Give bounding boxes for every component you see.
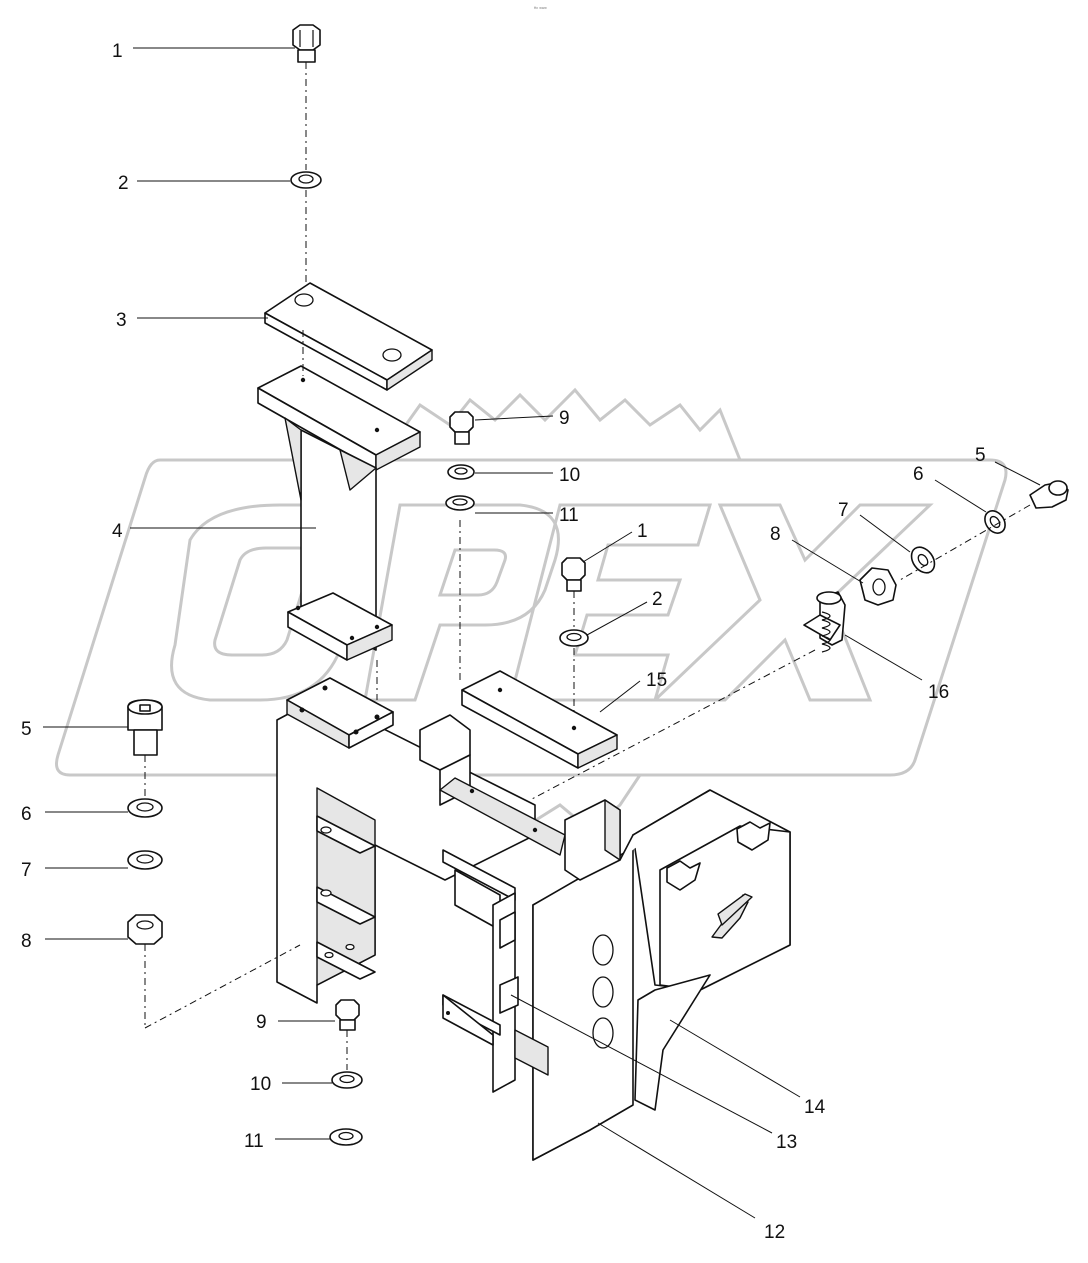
part-1-bolt-middle [561,557,586,592]
part-4-column-stand [257,365,421,661]
opex-watermark [55,387,1008,832]
part-2-washer-middle [559,629,589,647]
part-11-washer-bottom [329,1128,363,1146]
part-5-bolt-right [1029,480,1069,509]
part-10-spring-washer-top [447,464,475,480]
callout-7-left: 7 [21,860,32,881]
callout-2-top: 2 [118,173,129,194]
callout-10-bottom: 10 [250,1074,271,1095]
part-13-bracket [442,849,549,1093]
drawing-code: ᴴᵒ ʷʷʷ [534,6,547,12]
callout-12: 12 [764,1222,785,1243]
part-16-spring-latch [803,591,846,653]
callout-5-left: 5 [21,719,32,740]
part-9-bolt-top [449,411,474,445]
part-2-washer-top [290,171,322,189]
callout-6-right: 6 [913,464,924,485]
part-7-washer-right [910,546,936,574]
part-1-bolt-top [292,24,321,63]
callout-5-right: 5 [975,445,986,466]
callout-9-bottom: 9 [256,1012,267,1033]
part-10-spring-washer-bottom [331,1071,363,1089]
callout-4: 4 [112,521,123,542]
callout-6-left: 6 [21,804,32,825]
part-15-pad [461,670,618,769]
callout-14: 14 [804,1097,826,1118]
leader-lines [43,47,1041,1219]
callout-13: 13 [776,1132,797,1153]
callout-labels: 1 2 3 4 9 10 11 1 2 15 8 7 6 5 16 5 6 7 … [21,41,986,1243]
callout-11-bottom: 11 [244,1131,264,1152]
part-7-washer-left [127,850,163,870]
part-6-washer-left [127,798,163,818]
part-8-nut-right [859,567,897,606]
part-3-top-plate [264,282,433,391]
callout-1-top: 1 [112,41,123,62]
callout-9-top: 9 [559,408,570,429]
callout-1-middle: 1 [637,521,648,542]
callout-11-top: 11 [559,505,579,526]
callout-10-top: 10 [559,465,580,486]
callout-3: 3 [116,310,127,331]
callout-15: 15 [646,670,667,691]
part-11-washer-top [445,495,475,511]
callout-8-right: 8 [770,524,781,545]
callout-2-middle: 2 [652,589,663,610]
part-12-main-frame [276,677,634,1161]
callout-7-right: 7 [838,500,849,521]
part-8-nut-left [127,914,163,945]
callout-8-left: 8 [21,931,32,952]
part-14-box [619,789,791,1111]
part-9-bolt-bottom [335,999,360,1031]
part-5-bolt-left [127,699,163,756]
callout-16: 16 [928,682,949,703]
